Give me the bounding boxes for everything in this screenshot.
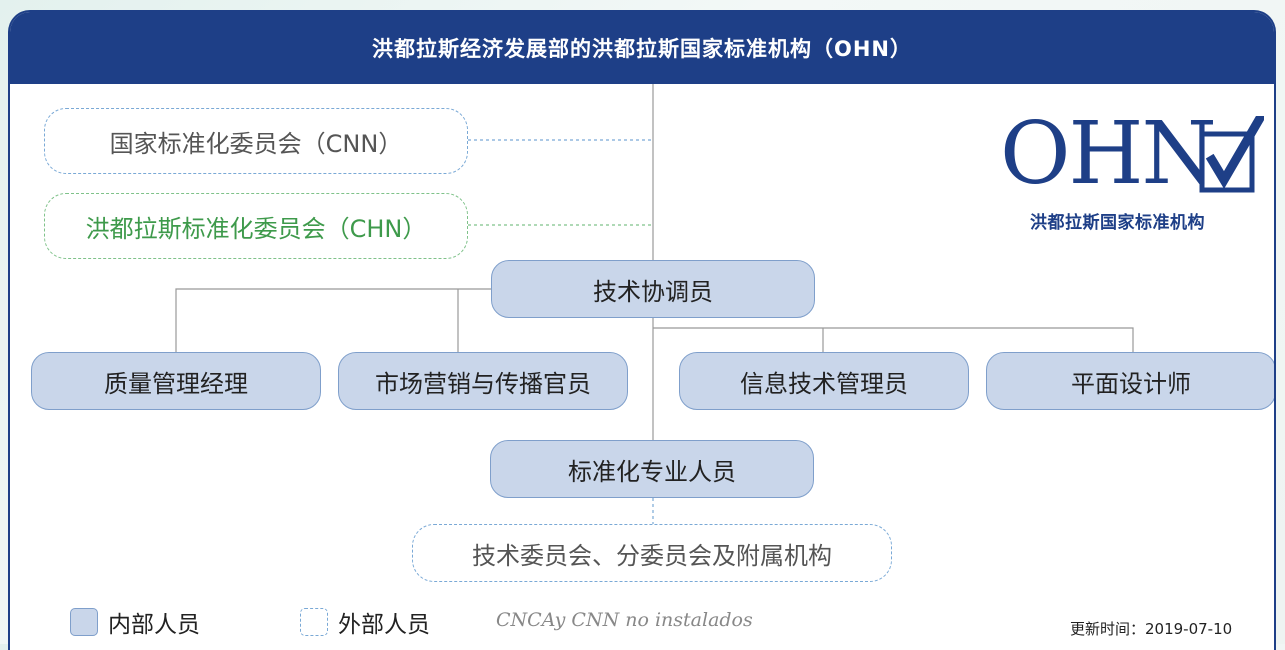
legend-internal-swatch [70,608,98,636]
graphic-designer-box: 平面设计师 [986,352,1274,410]
it-manager-box: 信息技术管理员 [679,352,969,410]
marketing-officer-box: 市场营销与传播官员 [338,352,628,410]
page-title: 洪都拉斯经济发展部的洪都拉斯国家标准机构（OHN） [10,12,1274,84]
legend-external-label: 外部人员 [338,612,430,638]
legend-internal-label: 内部人员 [108,612,200,638]
logo-wordmark: OHN [1000,104,1217,204]
updated-date: 更新时间：2019-07-10 [1070,620,1233,638]
cnn-committee-box: 国家标准化委员会（CNN） [44,108,468,174]
connector-lines [175,84,1134,524]
quality-manager-box: 质量管理经理 [31,352,321,410]
ohn-logo: OHN 洪都拉斯国家标准机构 [1000,104,1268,254]
technical-coordinator-box: 技术协调员 [491,260,815,318]
legend-external-swatch [300,608,328,636]
checkmark-icon [1199,116,1264,193]
logo-subtitle: 洪都拉斯国家标准机构 [1030,213,1205,233]
standardization-staff-box: 标准化专业人员 [490,440,814,498]
footnote: CNCAy CNN no instalados [496,609,753,631]
technical-committees-box: 技术委员会、分委员会及附属机构 [412,524,892,582]
org-chart-frame: 洪都拉斯经济发展部的洪都拉斯国家标准机构（OHN） 国家标准化委员会（CNN） … [8,10,1276,650]
chn-committee-box: 洪都拉斯标准化委员会（CHN） [44,193,468,259]
